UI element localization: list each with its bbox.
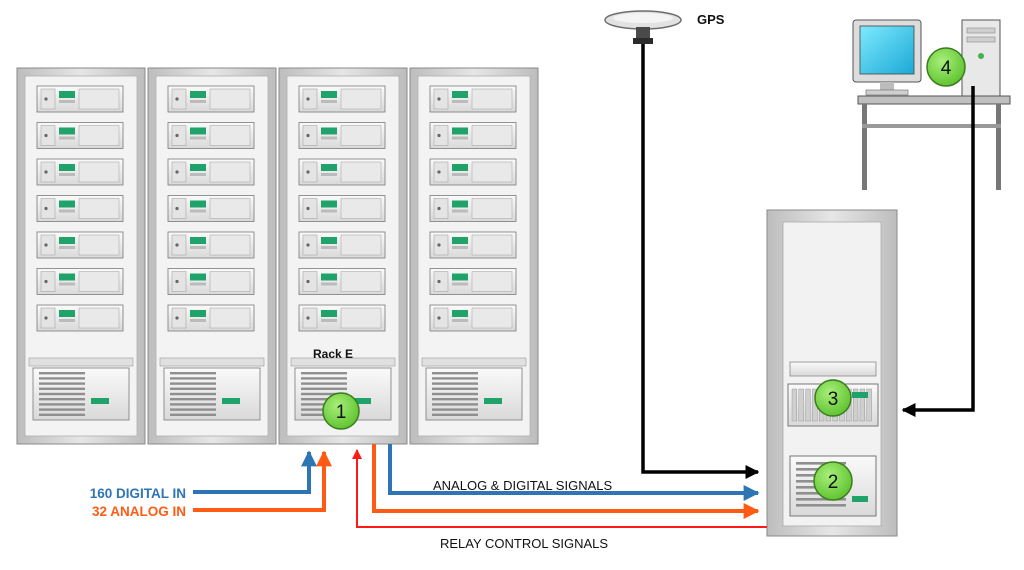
- rack-unit-display: [321, 273, 337, 281]
- marker-3-text: 3: [828, 389, 839, 410]
- rack-unit-display: [59, 273, 75, 281]
- digital-in-label: 160 DIGITAL IN: [90, 486, 186, 501]
- marker-2-text: 2: [828, 472, 839, 493]
- relay-control-line: [352, 449, 767, 528]
- rack-unit-display: [190, 164, 206, 171]
- rack-unit-display: [452, 273, 468, 281]
- rack-unit-display: [190, 237, 206, 244]
- rack-unit-display: [321, 200, 337, 208]
- server-rack-icon: [16, 67, 146, 445]
- gps-label: GPS: [697, 12, 725, 27]
- rack-unit-display: [452, 91, 468, 98]
- rack-unit-display: [452, 200, 468, 208]
- server-rack-icon: [278, 67, 408, 445]
- computer-link-line: [901, 86, 975, 417]
- rack-unit-display: [190, 310, 206, 317]
- marker-4: 4: [926, 47, 966, 87]
- rack-unit-display: [321, 127, 337, 135]
- server-rack-icon: [409, 67, 539, 445]
- rack-unit-display: [190, 91, 206, 98]
- rack-unit-display: [59, 237, 75, 244]
- marker-1-text: 1: [336, 402, 347, 423]
- rack-unit-display: [452, 310, 468, 317]
- rack-unit-display: [452, 164, 468, 171]
- gps-antenna-icon: [604, 10, 682, 44]
- gps-link-line: [641, 44, 760, 479]
- rack-unit-display: [59, 200, 75, 208]
- digital-in-line: [193, 450, 317, 494]
- digital-out-line: [388, 444, 760, 501]
- analog-in-line: [193, 450, 332, 512]
- rack-unit-display: [59, 91, 75, 98]
- rack-unit-display: [190, 273, 206, 281]
- rack-unit-display: [190, 127, 206, 135]
- signal-lines: [193, 44, 975, 528]
- rack-unit-display: [59, 310, 75, 317]
- rack-unit-display: [190, 200, 206, 208]
- marker-3: 3: [814, 379, 852, 417]
- analog-digital-signals-label: ANALOG & DIGITAL SIGNALS: [433, 478, 612, 493]
- analog-out-line: [372, 444, 760, 519]
- rack-unit-display: [321, 310, 337, 317]
- server-rack-row: [16, 67, 539, 445]
- marker-2: 2: [813, 461, 853, 501]
- rack-unit-display: [59, 127, 75, 135]
- relay-control-signals-label: RELAY CONTROL SIGNALS: [440, 536, 608, 551]
- rack-e-label: Rack E: [313, 347, 353, 361]
- analog-in-label: 32 ANALOG IN: [92, 504, 186, 519]
- rack-unit-display: [59, 164, 75, 171]
- marker-4-text: 4: [941, 58, 952, 79]
- rack-unit-display: [321, 164, 337, 171]
- rack-unit-display: [452, 127, 468, 135]
- rack-unit-display: [321, 237, 337, 244]
- server-rack-icon: [147, 67, 277, 445]
- rack-unit-display: [452, 237, 468, 244]
- marker-1: 1: [322, 392, 360, 430]
- rack-unit-display: [321, 91, 337, 98]
- computer-workstation-icon: [852, 19, 1011, 190]
